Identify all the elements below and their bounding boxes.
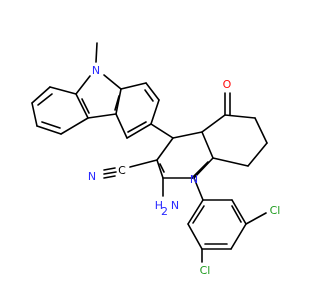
bond — [193, 177, 204, 201]
bond — [115, 88, 122, 115]
nitrile-carbon-label: C — [118, 164, 126, 177]
methyl-bond — [95, 42, 98, 63]
double-bond-inner — [37, 93, 53, 106]
bond — [201, 114, 226, 133]
structure-drawing: N O N C N H 2 N Cl Cl — [31, 42, 280, 277]
double-bond-inner — [159, 163, 165, 173]
bond — [103, 74, 122, 90]
triple-bond — [103, 167, 116, 171]
bond — [172, 131, 203, 139]
double-bond-inner — [81, 98, 90, 114]
amine-nitrogen-label: N — [171, 199, 179, 212]
bond — [231, 199, 247, 225]
molecule-canvas: N O N C N H 2 N Cl Cl — [31, 42, 280, 277]
bond — [129, 159, 158, 168]
bond — [126, 123, 152, 139]
triple-bond — [103, 175, 116, 179]
bond — [230, 223, 247, 250]
bond — [75, 75, 91, 95]
amine-group-label: H 2 N — [155, 199, 179, 218]
bond — [36, 125, 62, 135]
double-bond-inner — [41, 121, 61, 129]
carbazole-nitrogen-label: N — [92, 64, 100, 77]
bond — [156, 137, 174, 161]
bond — [150, 123, 174, 139]
double-bond-inner — [114, 95, 120, 111]
bond — [115, 113, 128, 139]
chlorine-lower-label: Cl — [200, 264, 211, 277]
bond-lines — [31, 42, 268, 263]
double-bond-inner — [231, 205, 242, 223]
bond — [145, 82, 160, 101]
bond — [247, 142, 268, 167]
bond — [75, 93, 89, 119]
bond — [193, 157, 214, 179]
atom-labels: N O N C N H 2 N Cl Cl — [88, 64, 280, 277]
chlorine-upper-label: Cl — [270, 204, 281, 217]
ketone-oxygen-label: O — [223, 78, 232, 91]
triple-bond — [103, 171, 117, 175]
amine-hydrogen-label: H — [155, 199, 163, 212]
bond — [49, 86, 77, 95]
bond — [212, 157, 249, 167]
double-bond-inner — [144, 89, 154, 102]
bond — [254, 117, 268, 144]
bond — [245, 212, 267, 225]
bond — [156, 159, 164, 179]
bond — [31, 102, 38, 127]
double-bond-inner — [191, 161, 209, 179]
double-bond-inner — [127, 121, 147, 133]
double-bond-inner — [192, 205, 205, 224]
bond — [31, 86, 51, 104]
bond — [87, 113, 117, 119]
bond — [201, 131, 214, 159]
bond — [120, 82, 147, 90]
amine-hydrogen-subscript: 2 — [161, 205, 168, 218]
bond — [150, 99, 160, 125]
bond — [60, 117, 89, 135]
nitrile-nitrogen-label: N — [88, 170, 96, 183]
ring-nitrogen-label: N — [190, 173, 198, 186]
bond — [187, 223, 203, 250]
bond — [187, 199, 204, 225]
